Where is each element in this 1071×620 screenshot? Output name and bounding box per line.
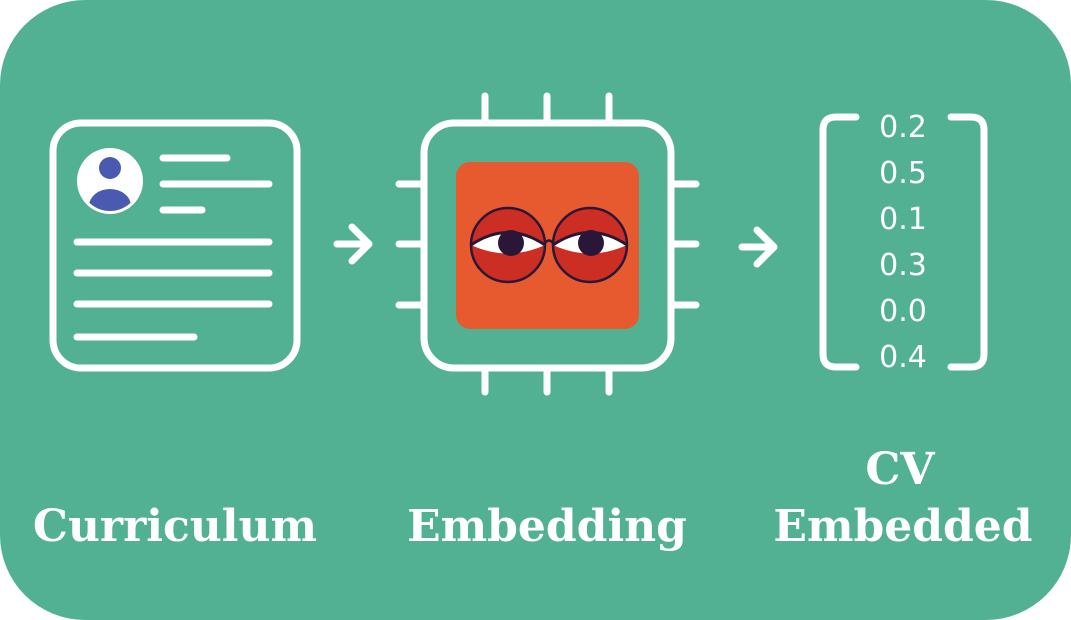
vector-value: 0.5 (879, 156, 927, 191)
vector-value: 0.4 (879, 340, 927, 375)
processor-chip-icon (395, 92, 700, 396)
user-avatar-icon (77, 148, 143, 214)
vector-values: 0.2 0.5 0.1 0.3 0.0 0.4 (879, 110, 927, 375)
label-embedded: Embedded (773, 501, 1032, 552)
vector-value: 0.2 (879, 110, 927, 145)
label-cv: CV (865, 444, 935, 495)
chip-core (456, 162, 639, 329)
vector-brackets (819, 113, 988, 371)
vector-value: 0.1 (879, 202, 927, 237)
arrow-1-icon (333, 223, 373, 265)
vector-value: 0.3 (879, 248, 927, 283)
label-curriculum: Curriculum (33, 501, 317, 552)
eyes-with-glasses-icon (469, 206, 629, 284)
cv-document-icon (49, 119, 301, 372)
label-embedding: Embedding (407, 501, 687, 552)
arrow-2-icon (738, 226, 778, 268)
vector-value: 0.0 (879, 294, 927, 329)
